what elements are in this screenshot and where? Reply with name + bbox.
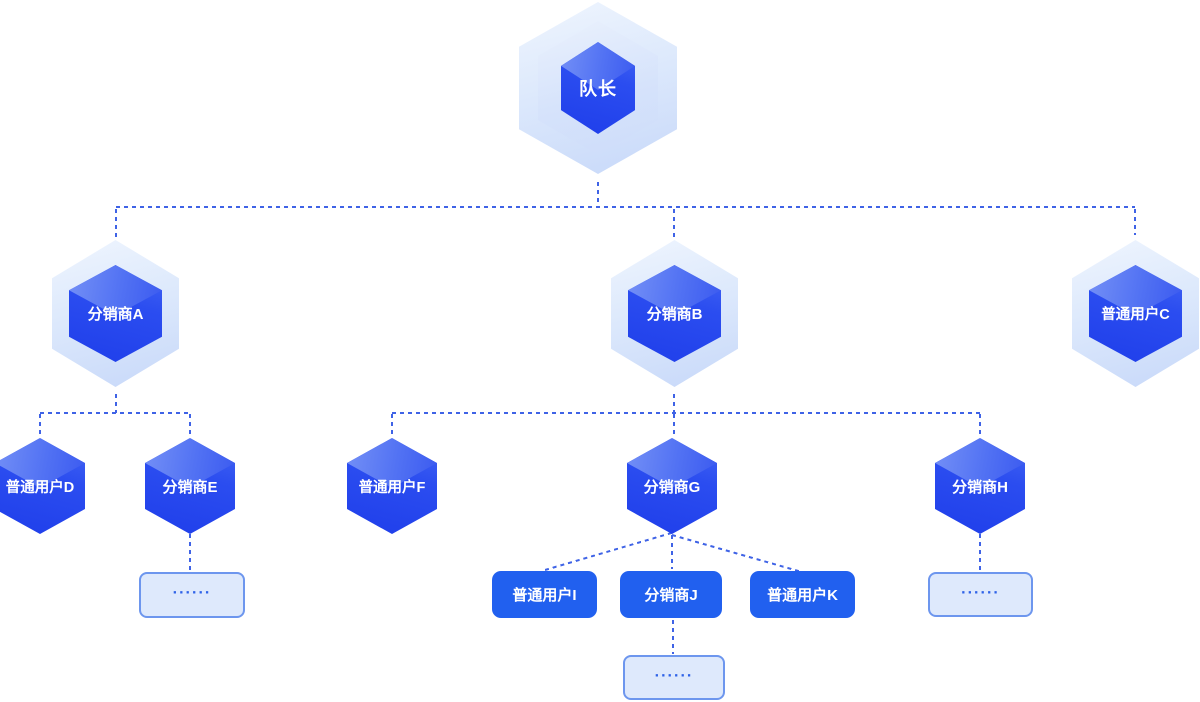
- node-distributor-e-label: 分销商E: [162, 478, 218, 496]
- node-distributor-h: 分销商H: [935, 438, 1025, 534]
- node-distributor-j-label: 分销商J: [644, 587, 698, 604]
- ellipsis-box-under-j-label: ......: [654, 663, 694, 681]
- connector-to-normal-user-c: [1134, 209, 1136, 235]
- connector-g-to-distributor-j: [671, 535, 673, 569]
- node-normal-user-k-label: 普通用户K: [767, 587, 838, 604]
- node-normal-user-d-label: 普通用户D: [5, 479, 75, 496]
- node-distributor-g: 分销商G: [627, 438, 717, 534]
- connector-to-distributor-h: [979, 414, 981, 437]
- node-normal-user-d: 普通用户D: [0, 438, 85, 534]
- connector-to-distributor-a: [115, 209, 117, 237]
- node-distributor-a-label: 分销商A: [87, 306, 144, 323]
- connector-h-to-ellipsis: [979, 534, 981, 571]
- node-distributor-e: 分销商E: [145, 438, 235, 534]
- node-normal-user-c-label: 普通用户C: [1101, 307, 1170, 323]
- connector-a-down: [115, 394, 117, 413]
- connector-e-to-ellipsis: [189, 534, 191, 571]
- connector-to-distributor-g: [673, 414, 675, 437]
- ellipsis-box-under-h: ......: [928, 572, 1033, 617]
- connector-b-horizontal: [392, 412, 980, 414]
- connector-to-normal-user-f: [391, 414, 393, 437]
- ellipsis-box-under-e: ......: [139, 572, 245, 618]
- node-normal-user-f: 普通用户F: [347, 438, 437, 534]
- connector-captain-down: [597, 182, 599, 206]
- node-captain-label: 队长: [579, 79, 617, 99]
- node-distributor-h-label: 分销商H: [952, 478, 1008, 496]
- ellipsis-box-under-j: ......: [623, 655, 725, 700]
- connector-a-horizontal: [40, 412, 190, 414]
- node-normal-user-i: 普通用户I: [492, 571, 597, 618]
- connector-to-normal-user-d: [39, 414, 41, 437]
- node-distributor-b-label: 分销商B: [646, 306, 703, 323]
- node-distributor-j: 分销商J: [620, 571, 722, 618]
- connector-to-distributor-e: [189, 414, 191, 437]
- connector-level1-horizontal: [116, 206, 1135, 208]
- connector-to-distributor-b: [673, 209, 675, 242]
- connector-b-down: [673, 394, 675, 413]
- node-normal-user-f-label: 普通用户F: [358, 479, 426, 496]
- node-normal-user-i-label: 普通用户I: [512, 587, 577, 604]
- connector-g-to-normal-user-k: [671, 534, 803, 573]
- connector-j-to-ellipsis: [672, 620, 674, 654]
- node-normal-user-k: 普通用户K: [750, 571, 855, 618]
- ellipsis-box-under-h-label: ......: [961, 580, 1000, 598]
- connector-g-to-normal-user-i: [544, 531, 672, 571]
- ellipsis-box-under-e-label: ......: [172, 580, 212, 598]
- node-distributor-g-label: 分销商G: [643, 478, 701, 496]
